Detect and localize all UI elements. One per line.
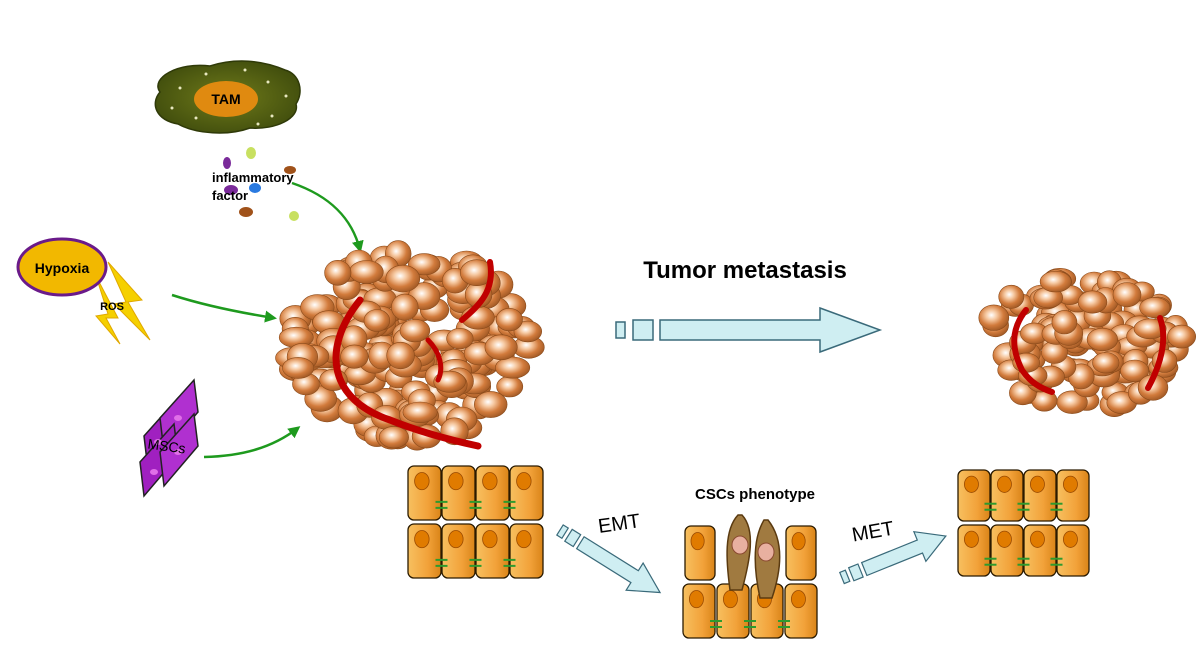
met-label: MET	[850, 518, 895, 547]
epithelial-cell	[475, 523, 510, 579]
tumor-cell	[402, 401, 438, 423]
epithelial-cell	[957, 524, 991, 577]
hypoxia-node: Hypoxia ROS	[16, 237, 151, 345]
inflammatory-factor-particles	[223, 147, 299, 221]
inflammatory-factor-label-2: factor	[212, 188, 248, 203]
epithelial-cell	[1023, 524, 1057, 577]
tumor-cell	[446, 328, 474, 350]
tumor-cell	[1086, 327, 1118, 352]
epithelial-cell	[441, 523, 476, 579]
inflammatory-factor-label-1: inflammatory	[212, 170, 294, 185]
green-arrow-inflammatory	[291, 181, 364, 253]
tumor-cell	[1112, 282, 1142, 308]
tumor-cell	[391, 293, 419, 321]
cell-junction	[469, 558, 482, 567]
tam-label: TAM	[211, 91, 240, 107]
blood-vessel-metastatic-1	[1011, 307, 1055, 395]
epithelial-cell	[509, 465, 544, 521]
epithelial-cell	[441, 465, 476, 521]
cell-junction	[984, 502, 997, 511]
tumor-cell	[340, 344, 369, 369]
tumor-cell	[1051, 310, 1078, 335]
blood-vessel-primary-2	[459, 259, 494, 323]
tumor-cell	[1133, 318, 1167, 340]
tumor-cell	[1167, 324, 1197, 349]
cell-junction	[1050, 502, 1063, 511]
cscs-phenotype-label: CSCs phenotype	[695, 486, 815, 503]
emt-label: EMT	[597, 510, 642, 538]
hypoxia-label: Hypoxia	[35, 260, 90, 276]
green-arrow-hypoxia	[171, 293, 277, 323]
tumor-cell	[495, 356, 531, 379]
epithelial-cells-left	[407, 465, 544, 579]
tumor-cell	[978, 304, 1010, 331]
tumor-cell	[324, 259, 352, 286]
cell-junction	[503, 500, 516, 509]
met-arrow	[838, 530, 947, 585]
mscs-cells: MSCs	[139, 378, 199, 498]
cell-junction	[1050, 557, 1063, 566]
epithelial-cell	[1056, 469, 1090, 522]
blood-vessel-metastatic-2	[1145, 315, 1167, 391]
epithelial-cell	[957, 469, 991, 522]
epithelial-cell	[682, 583, 716, 639]
tumor-cell	[386, 341, 415, 370]
epithelial-cell	[407, 465, 442, 521]
epithelial-cell	[509, 523, 544, 579]
cell-junction	[435, 558, 448, 567]
emt-arrow	[555, 524, 662, 594]
epithelial-cell	[1023, 469, 1057, 522]
epithelial-cell	[784, 583, 818, 639]
green-arrow-mscs	[203, 426, 301, 459]
tumor-cell	[349, 260, 384, 284]
cell-junction	[778, 620, 790, 628]
tumor-metastasis-title: Tumor metastasis	[643, 257, 847, 284]
epithelial-cell	[1056, 524, 1090, 577]
cell-junction	[1017, 502, 1030, 511]
blood-vessel-primary-3	[425, 337, 444, 383]
tumor-cell	[1039, 270, 1072, 293]
epithelial-cells-right	[957, 469, 1090, 577]
tumor-cell	[1120, 359, 1150, 382]
cell-junction	[1017, 557, 1030, 566]
cell-junction	[744, 620, 756, 628]
tumor-cell	[495, 308, 523, 332]
blood-vessel-primary-1	[332, 296, 482, 450]
tumor-cell	[513, 320, 542, 343]
cell-junction	[710, 620, 722, 628]
cell-junction	[503, 558, 516, 567]
ros-label: ROS	[100, 301, 124, 313]
epithelial-cell	[990, 524, 1024, 577]
tumor-cell	[484, 334, 518, 361]
epithelial-cell	[716, 583, 750, 639]
epithelial-cell	[475, 465, 510, 521]
epithelial-cell	[785, 525, 817, 581]
cell-junction	[435, 500, 448, 509]
tumor-cell	[385, 264, 421, 293]
tumor-cell	[1092, 352, 1120, 374]
tumor-cell	[1077, 290, 1108, 314]
tumor-cell	[378, 426, 409, 449]
cell-junction	[469, 500, 482, 509]
tumor-cell	[1139, 297, 1171, 319]
tumor-cell	[998, 284, 1025, 309]
mscs-label: MSCs	[147, 435, 187, 456]
epithelial-cell	[684, 525, 716, 581]
epithelial-cell	[407, 523, 442, 579]
cell-junction	[984, 557, 997, 566]
tumor-cell	[282, 357, 315, 379]
tumor-cell	[408, 253, 441, 276]
tumor-cell	[363, 309, 391, 332]
epithelial-cell	[990, 469, 1024, 522]
mesenchymal-csc-cells	[726, 514, 781, 599]
tam-cell: TAM	[154, 60, 301, 134]
tumor-cell	[399, 319, 431, 343]
tumor-cell	[474, 391, 508, 418]
tumor-metastasis-arrow	[615, 306, 883, 354]
primary-tumor	[275, 240, 545, 451]
